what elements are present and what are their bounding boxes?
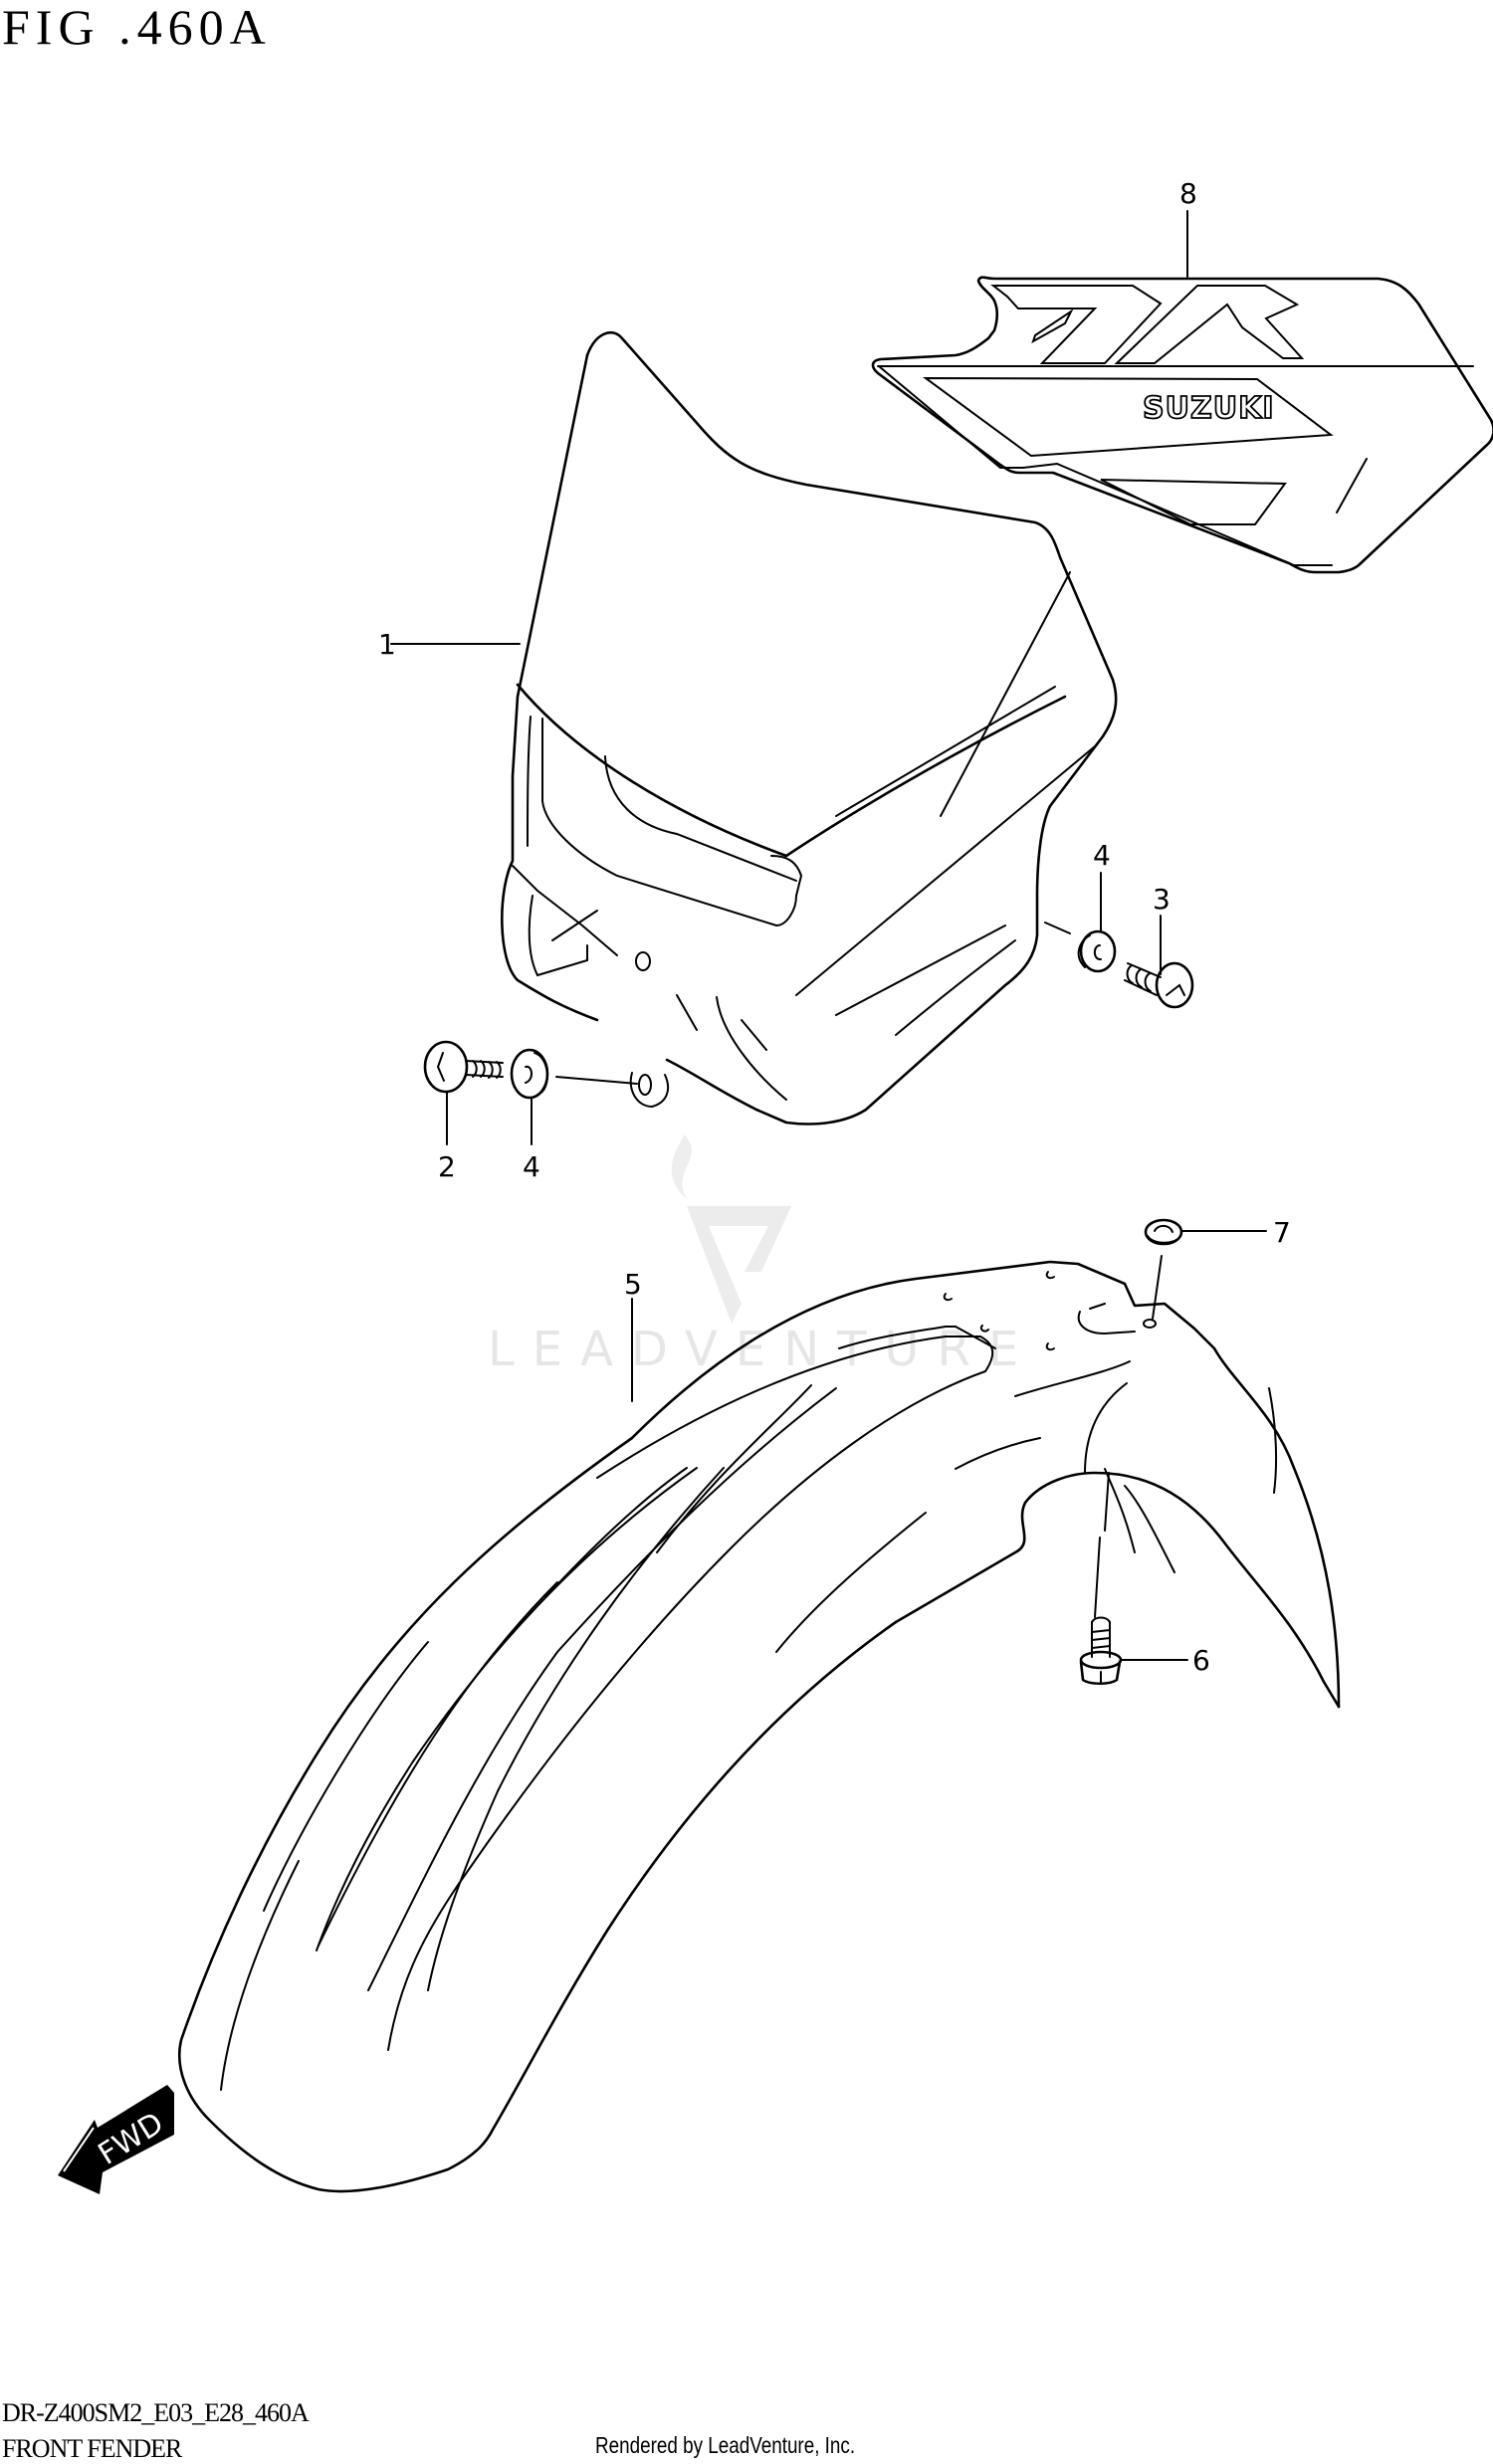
model-code: DR-Z400SM2_E03_E28_460A — [2, 2398, 310, 2427]
forward-direction-arrow: FWD — [58, 2085, 174, 2194]
flange-bolt-part-6 — [1079, 1472, 1188, 1686]
leadventure-watermark: LEADVENTURE — [488, 1134, 1036, 1377]
section-name: FRONT FENDER — [2, 2434, 182, 2463]
callout-8: 8 — [1179, 177, 1197, 210]
watermark-text: LEADVENTURE — [488, 1322, 1036, 1377]
suzuki-brand-text: SUZUKI — [1143, 391, 1275, 426]
callout-3: 3 — [1153, 883, 1171, 916]
grommet-part-7 — [1144, 1218, 1267, 1320]
render-credit: Rendered by LeadVenture, Inc. — [595, 2432, 856, 2458]
callout-1: 1 — [378, 628, 396, 661]
callout-4-left: 4 — [523, 1150, 540, 1183]
collar-part-4-right — [1044, 872, 1117, 973]
callout-5: 5 — [624, 1268, 642, 1301]
emblem-decal-part: SUZUKI — [871, 210, 1493, 574]
front-fender-part — [178, 1260, 1341, 2193]
callout-4-right: 4 — [1093, 839, 1111, 872]
headlight-cowl-part — [390, 331, 1118, 1126]
callout-6: 6 — [1192, 1644, 1210, 1677]
figure-title: FIG .460A — [2, 0, 272, 55]
callout-2: 2 — [438, 1150, 456, 1183]
collar-part-4-left — [510, 1048, 638, 1145]
screw-part-2 — [423, 1040, 504, 1145]
callout-7: 7 — [1273, 1216, 1291, 1249]
screw-part-3 — [1124, 915, 1194, 1009]
